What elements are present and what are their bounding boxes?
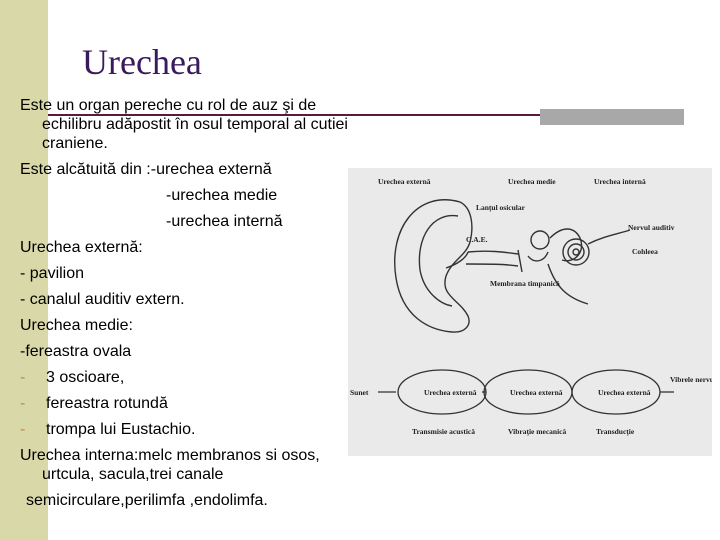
label-cae: C.A.E. bbox=[466, 235, 488, 244]
label-ossicles: Lanţul osicular bbox=[476, 203, 526, 212]
paragraph-intro: Este un organ pereche cu rol de auz şi d… bbox=[20, 97, 348, 152]
dash-bullet-icon: - bbox=[20, 369, 26, 386]
dash-bullet-icon: - bbox=[20, 421, 26, 438]
bullet-ossicles: - 3 oscioare, bbox=[20, 368, 350, 387]
bullet-text: trompa lui Eustachio. bbox=[46, 421, 196, 438]
item-ear-canal: - canalul auditiv extern. bbox=[20, 291, 185, 308]
item-pavilion: - pavilion bbox=[20, 265, 85, 282]
paragraph-middle-ear: -urechea medie bbox=[166, 187, 278, 204]
paragraph-inner-ear: -urechea internă bbox=[166, 213, 283, 230]
flow-node-3-label: Urechea externă bbox=[598, 388, 651, 397]
flow-end: Vibrele nervului auditiv bbox=[670, 375, 712, 384]
dash-bullet-icon: - bbox=[20, 395, 26, 412]
label-tympanic: Membrana timpanică bbox=[490, 279, 560, 288]
item-oval-window: -fereastra ovala bbox=[20, 343, 132, 360]
slide-title: Urechea bbox=[82, 42, 202, 82]
label-inner-ear: Urechea internă bbox=[594, 177, 646, 186]
paragraph-composition: Este alcătuită din :-urechea externă bbox=[20, 161, 272, 178]
paragraph-inner-ear-desc: Urechea interna:melc membranos si osos, … bbox=[20, 447, 320, 483]
bullet-round-window: - fereastra rotundă bbox=[20, 394, 350, 413]
label-outer-ear: Urechea externă bbox=[378, 177, 431, 186]
ear-illustration-icon bbox=[394, 199, 631, 333]
accent-block bbox=[540, 109, 684, 125]
label-middle-ear: Urechea medie bbox=[508, 177, 556, 186]
flow-start: Sunet bbox=[350, 388, 369, 397]
heading-outer-ear: Urechea externă: bbox=[20, 239, 143, 256]
flow-diagram bbox=[378, 369, 674, 415]
heading-middle-ear: Urechea medie: bbox=[20, 317, 133, 334]
bullet-text: fereastra rotundă bbox=[46, 395, 168, 412]
flow-node-2-label: Urechea externă bbox=[510, 388, 563, 397]
flow-caption-2: Vibraţie mecanică bbox=[508, 427, 566, 436]
ear-diagram-svg: Urechea externă Urechea medie Urechea in… bbox=[350, 177, 712, 436]
bullet-eustachian: - trompa lui Eustachio. bbox=[20, 420, 350, 439]
flow-caption-3: Transducţie bbox=[596, 427, 635, 436]
title-underline bbox=[48, 114, 684, 116]
flow-node-1-label: Urechea externă bbox=[424, 388, 477, 397]
flow-caption-1: Transmisie acustică bbox=[412, 427, 475, 436]
bullet-text: 3 oscioare, bbox=[46, 369, 125, 386]
paragraph-inner-ear-desc-cont: semicirculare,perilimfa ,endolimfa. bbox=[26, 492, 268, 509]
ear-anatomy-figure: Urechea externă Urechea medie Urechea in… bbox=[348, 168, 712, 456]
side-decor-strip bbox=[0, 0, 48, 540]
slide-body: Este un organ pereche cu rol de auz şi d… bbox=[20, 96, 350, 517]
label-cochlea: Cohleea bbox=[632, 247, 658, 256]
label-auditory-nerve: Nervul auditiv bbox=[628, 223, 675, 232]
